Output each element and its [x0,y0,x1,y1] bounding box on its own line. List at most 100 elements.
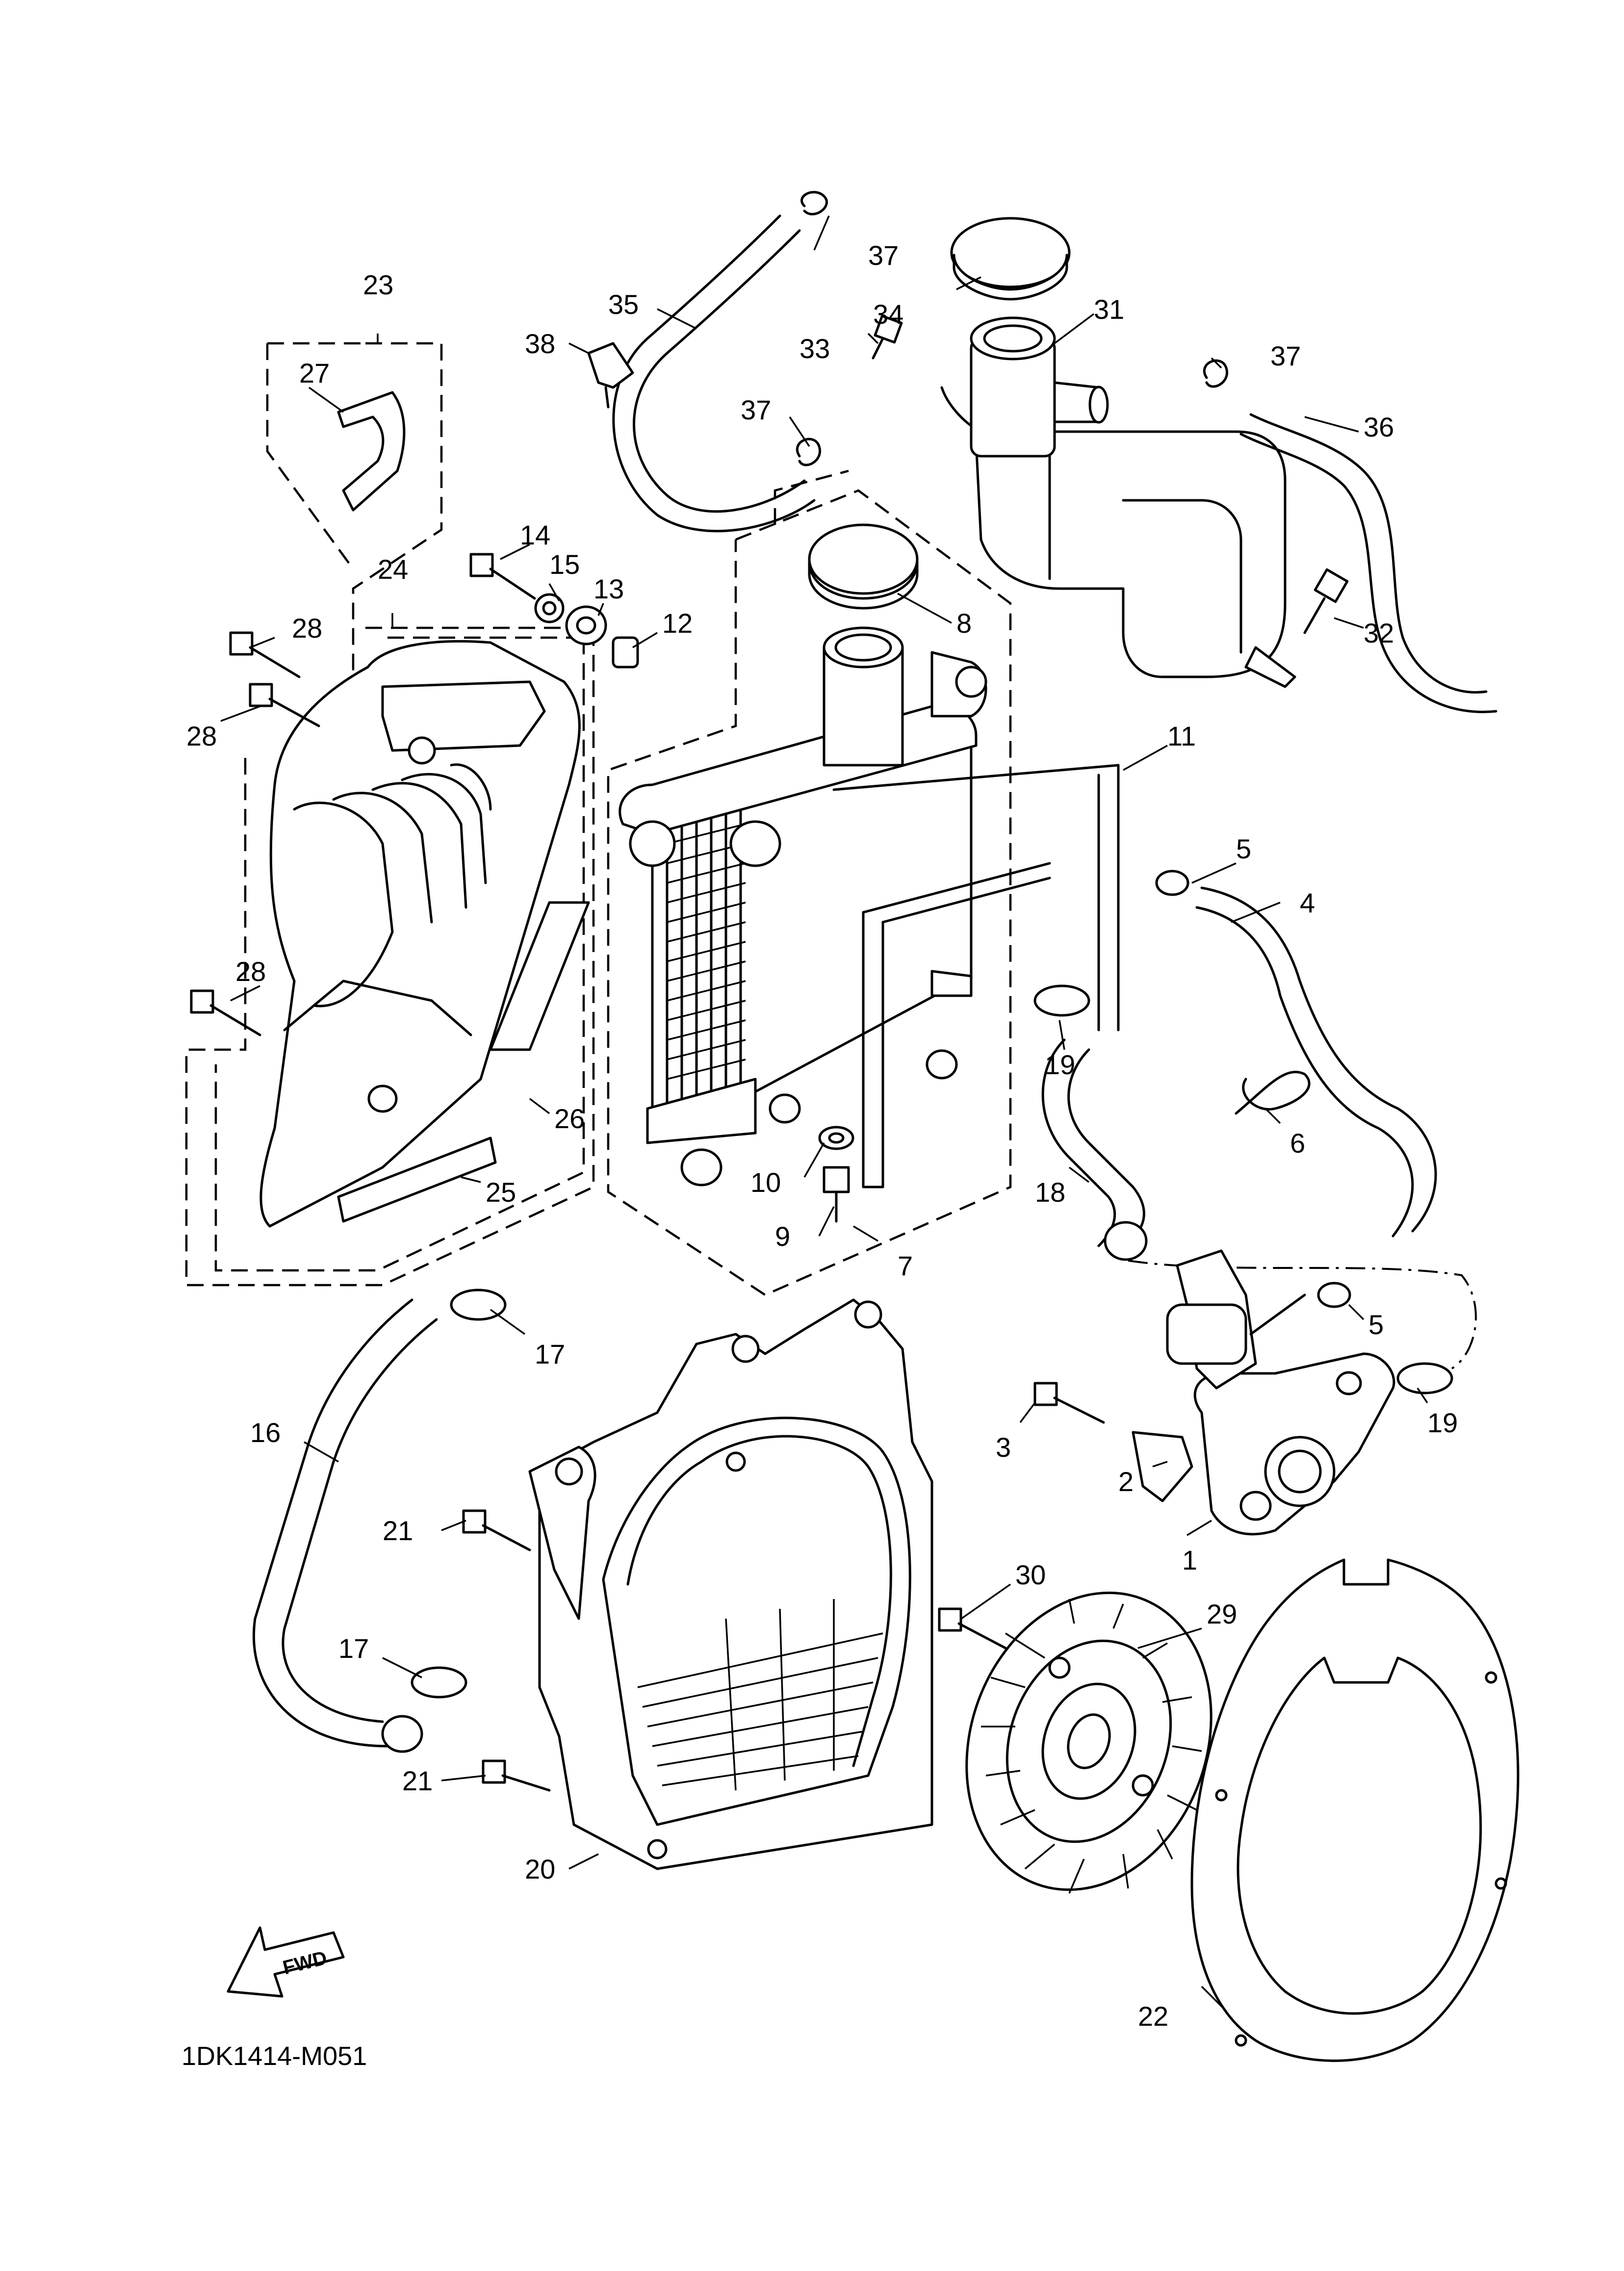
callout-28-c: 28 [235,956,266,987]
bolt-28-b [249,683,320,727]
leader-lines [220,215,1428,2012]
bolt-21-b [482,1759,551,1792]
bolt-33 [872,314,903,360]
callout-5-a: 5 [1236,833,1251,864]
shroud [259,640,581,1228]
washer-10 [818,1126,854,1150]
pad-25 [337,1136,497,1223]
callout-2: 2 [1118,1466,1134,1497]
drain-bolt-9 [823,1166,850,1223]
clamp-17-a [450,1289,507,1321]
callout-18: 18 [1035,1177,1065,1208]
callout-17-b: 17 [338,1633,369,1664]
callout-25: 25 [486,1177,516,1208]
callout-28-b: 28 [186,721,217,751]
callout-3: 3 [996,1432,1011,1463]
bracket-27 [337,391,406,512]
sensor-2 [1132,1431,1193,1502]
callout-37-c: 37 [741,394,771,425]
callout-14: 14 [520,519,550,550]
callout-12: 12 [662,608,693,639]
callout-33: 33 [799,333,830,364]
clamp-19-b [1396,1362,1453,1394]
bolt-28-c [190,989,261,1036]
callout-21-b: 21 [402,1765,433,1796]
callout-35: 35 [608,289,639,320]
grommet-13 [565,605,607,645]
callout-29: 29 [1207,1599,1237,1629]
callout-27: 27 [299,358,330,388]
callout-37-b: 37 [1270,340,1301,371]
callout-numbers: 1 2 3 4 5 5 6 7 8 9 10 11 12 13 14 15 16… [186,240,1458,2032]
group-outline-24 [185,626,595,1287]
clamp-5-b [1317,1282,1351,1308]
callout-34: 34 [873,299,903,330]
callout-13: 13 [593,573,624,604]
clamp-19-a [1033,984,1090,1017]
clip-37-c [796,438,822,466]
bolt-21-a [462,1509,531,1551]
hose-35 [612,214,816,533]
callout-6: 6 [1290,1128,1305,1159]
seal-11 [832,764,1120,1188]
clip-37-a [800,191,828,215]
fan [965,1591,1212,1894]
callout-38: 38 [525,328,555,359]
callout-21-a: 21 [383,1515,413,1546]
hose-4 [1195,886,1437,1238]
clip-37-b [1203,359,1229,388]
callout-11: 11 [1167,721,1196,751]
callout-30: 30 [1015,1559,1046,1590]
group-outline-7 [607,469,1012,1296]
callout-5-b: 5 [1368,1309,1384,1340]
callout-10: 10 [750,1167,781,1198]
callout-23: 23 [363,269,393,300]
callout-31: 31 [1094,294,1124,325]
callout-37-a: 37 [868,240,899,271]
tank-cap [950,217,1071,301]
radiator-fins [667,823,746,1080]
bolt-28-a [229,631,301,678]
hose-16 [252,1298,438,1753]
hose-36 [1239,413,1497,713]
washer-15 [534,593,565,623]
collar-12 [612,636,639,669]
fan-shroud-grille [637,1599,883,1791]
clip-6 [1235,1071,1311,1115]
callout-19-a: 19 [1045,1049,1075,1080]
callout-28-a: 28 [292,613,322,644]
hose-18 [1041,1038,1148,1261]
bolt-14 [469,553,536,600]
bolt-3 [1033,1382,1105,1424]
clamp-17-b [411,1666,467,1699]
bolt-32 [1303,568,1349,634]
radiator [619,626,987,1187]
radiator-cap [808,523,919,610]
callout-24: 24 [378,554,408,585]
thermostat-housing [1166,1249,1395,1536]
callout-1: 1 [1182,1545,1197,1575]
callout-36: 36 [1364,412,1394,442]
clamp-38 [587,342,634,409]
callout-22: 22 [1138,2001,1168,2032]
callout-19-b: 19 [1427,1407,1458,1438]
callout-15: 15 [549,549,580,580]
callout-4: 4 [1300,887,1315,918]
callout-16: 16 [250,1417,281,1448]
callout-26: 26 [554,1103,585,1134]
callout-32: 32 [1364,618,1394,648]
callout-9: 9 [775,1221,790,1252]
callout-7: 7 [898,1250,913,1281]
drawing-code: 1DK1414-M051 [181,2041,367,2071]
fan-shroud [528,1298,933,1870]
callout-8: 8 [956,608,972,639]
group-outline-23 [266,342,443,677]
pad-26 [489,901,590,1051]
bolt-30 [938,1607,1007,1650]
gasket [1190,1558,1520,2062]
reservoir-tank [940,316,1296,688]
callout-20: 20 [525,1854,555,1884]
fwd-arrow: FWD [227,1926,345,1998]
clamp-5-a [1155,870,1189,896]
